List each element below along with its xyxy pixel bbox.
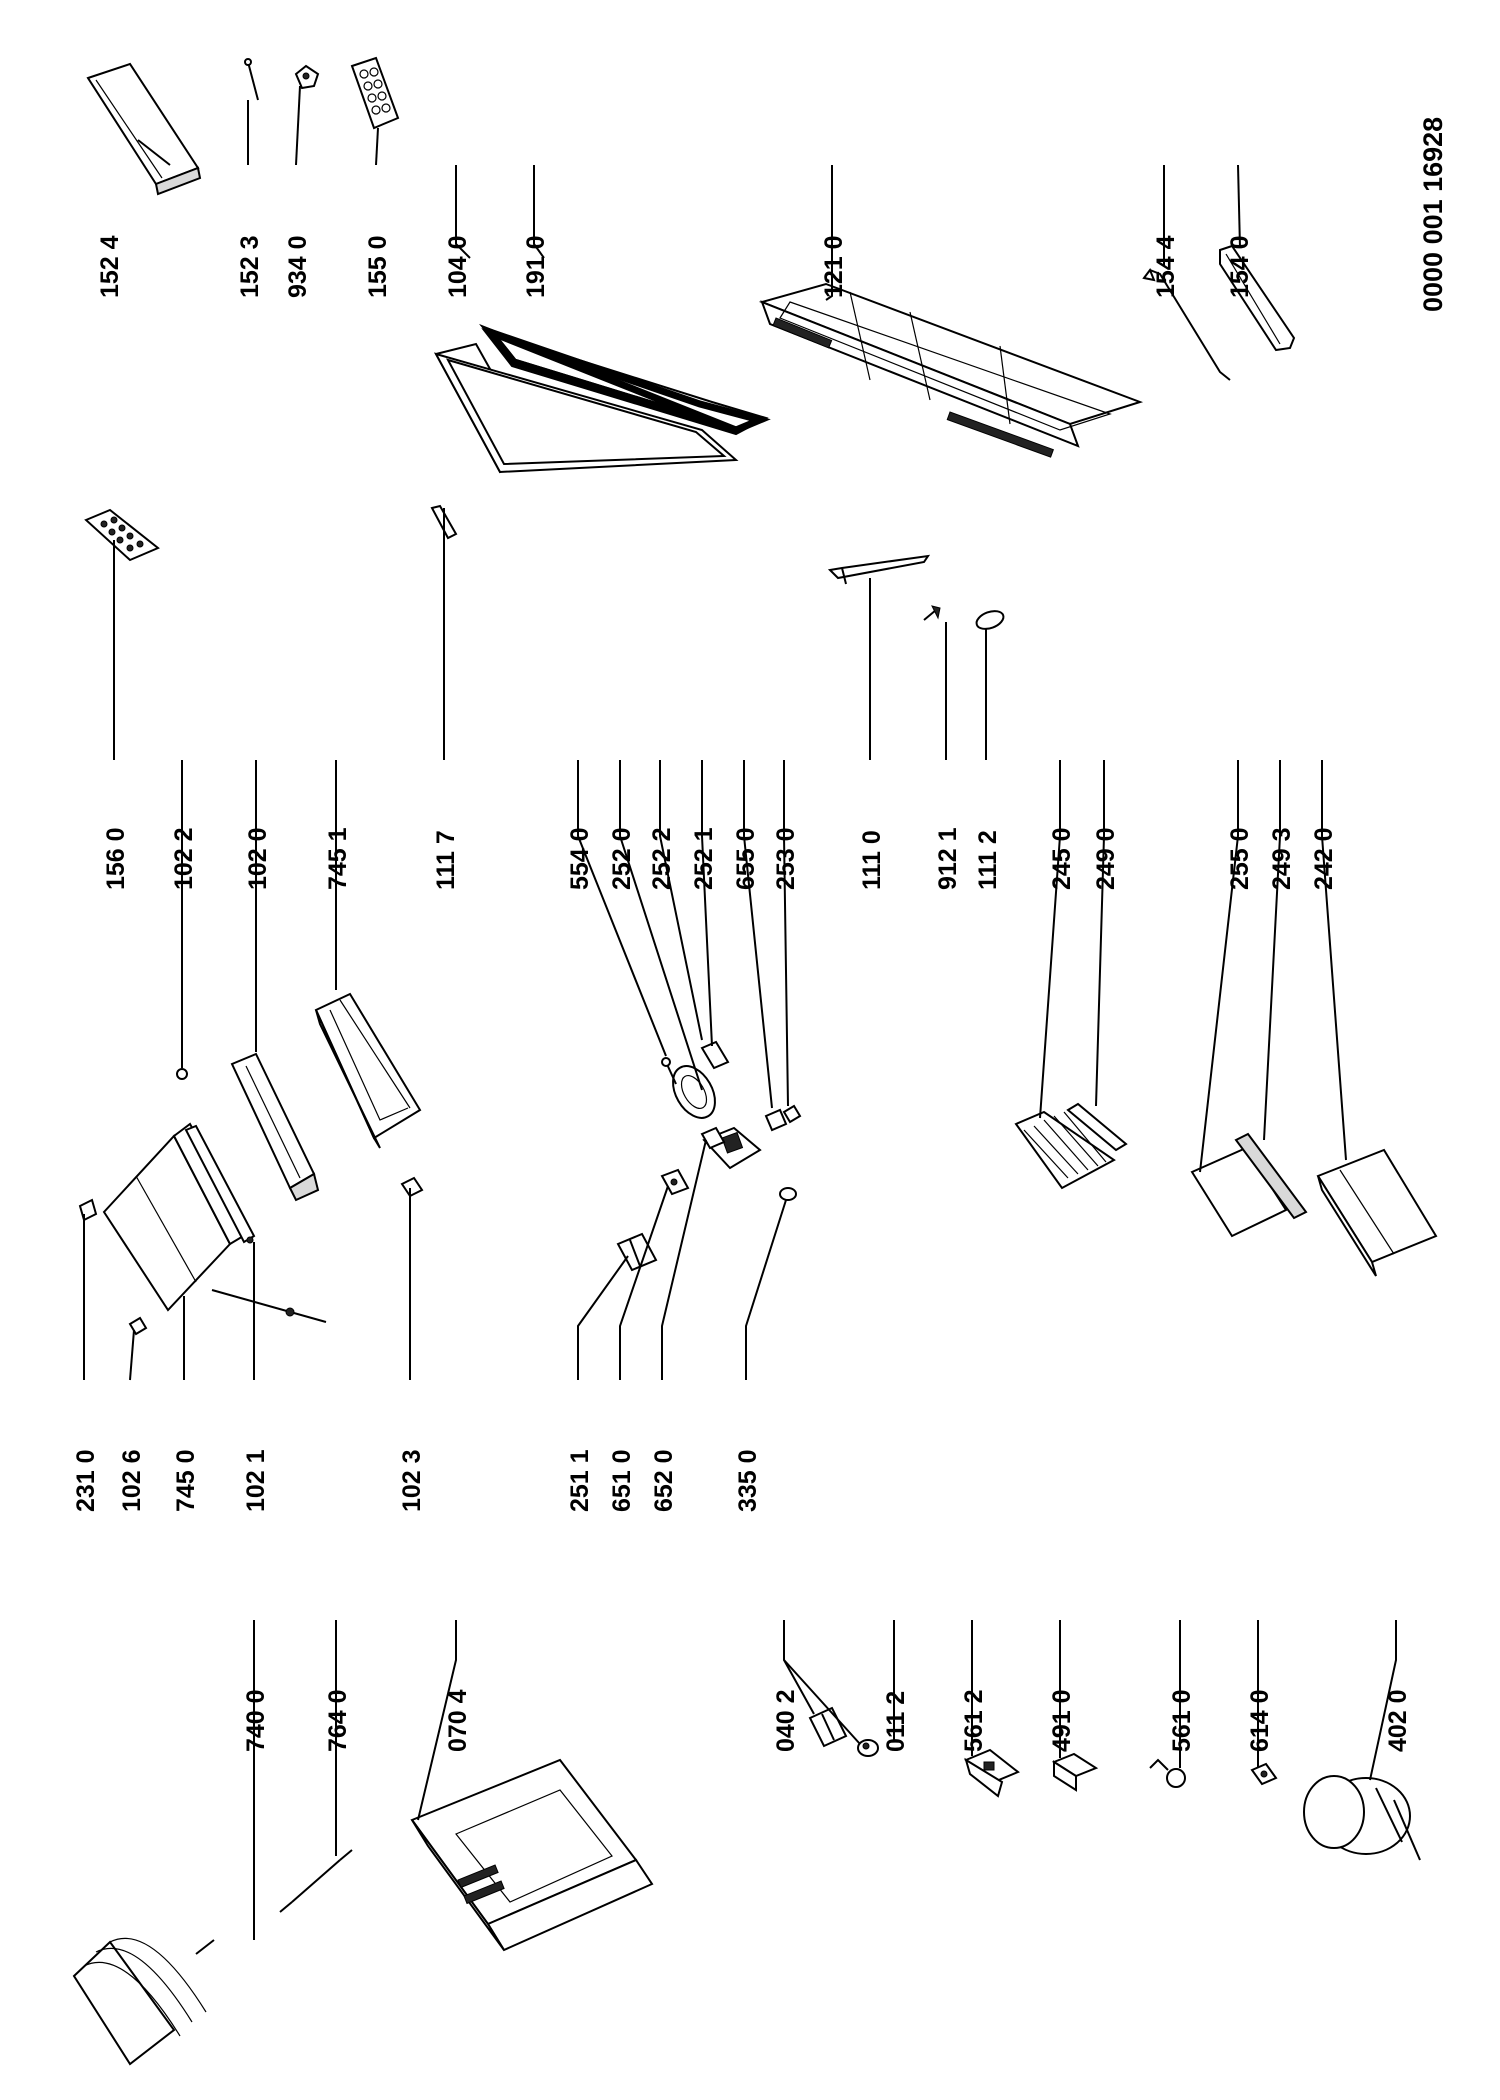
label-121-0: 121 0 [820, 235, 848, 298]
part-152-3-rod [244, 58, 259, 101]
label-491-0: 491 0 [1048, 1689, 1076, 1752]
label-154-0: 154 0 [1226, 235, 1254, 298]
label-561-0: 561 0 [1168, 1689, 1196, 1752]
part-102-2-knob [176, 1068, 188, 1080]
label-335-0: 335 0 [734, 1449, 762, 1512]
part-251-1-bracket [616, 1232, 658, 1272]
part-912-1-screw [923, 605, 941, 621]
label-156-0: 156 0 [102, 827, 130, 890]
part-561-2-relay [964, 1748, 1020, 1798]
label-154-4: 154 4 [1152, 235, 1180, 298]
label-242-0: 242 0 [1310, 827, 1338, 890]
part-155-0-ice-tray [350, 56, 400, 130]
part-255-0-glass-shelf [1190, 1146, 1288, 1238]
part-740-0-condenser-coil [72, 1937, 215, 2066]
label-652-0: 652 0 [650, 1449, 678, 1512]
part-252-2-pin [661, 1057, 677, 1085]
part-745-0-drawer-panel [102, 1122, 252, 1312]
part-249-3-shelf-trim [1234, 1132, 1308, 1220]
part-154-0-handle [1219, 244, 1296, 352]
label-249-3: 249 3 [1268, 827, 1296, 890]
part-152-4-shelf-bar [86, 62, 202, 196]
part-154-4-wire-rod [1142, 267, 1231, 381]
part-102-3-clip [400, 1176, 424, 1198]
part-245-0-wire-shelf [1014, 1110, 1116, 1190]
part-156-0-egg-tray [84, 508, 160, 562]
part-249-0-shelf-profile [1066, 1102, 1128, 1152]
label-655-0: 655 0 [732, 827, 760, 890]
part-335-0-cap [779, 1187, 797, 1201]
part-102-6-cap [128, 1316, 148, 1336]
part-745-1-drawer-cover [314, 992, 422, 1149]
part-934-0-clip [294, 64, 320, 90]
part-070-4-cabinet [410, 1758, 654, 1952]
part-011-2-foot [857, 1739, 879, 1757]
label-252-2: 252 2 [648, 827, 676, 890]
label-934-0: 934 0 [284, 235, 312, 298]
part-102-1-rail [184, 1124, 256, 1244]
label-252-0: 252 0 [608, 827, 636, 890]
part-554-0-thermostat-housing [672, 1065, 716, 1119]
part-111-2-cap [975, 610, 1005, 630]
label-111-2: 111 2 [974, 830, 1002, 890]
part-111-0-hinge-bracket [827, 554, 931, 585]
label-040-2: 040 2 [772, 1689, 800, 1752]
label-614-0: 614 0 [1246, 1689, 1274, 1752]
document-id: 0000 001 16928 [1418, 117, 1448, 312]
label-102-6: 102 6 [118, 1449, 146, 1512]
label-554-0: 554 0 [566, 827, 594, 890]
label-764-0: 764 0 [324, 1689, 352, 1752]
part-491-0-block [1051, 1752, 1099, 1792]
part-652-0-plug [700, 1126, 726, 1150]
part-764-0-dryer [279, 1849, 353, 1913]
part-040-2-hinge [808, 1706, 848, 1748]
label-252-1: 252 1 [690, 827, 718, 890]
label-249-0: 249 0 [1092, 827, 1120, 890]
label-070-4: 070 4 [444, 1689, 472, 1752]
part-614-0-grommet [1250, 1762, 1278, 1786]
label-231-0: 231 0 [72, 1449, 100, 1512]
label-111-7: 111 7 [432, 830, 460, 890]
label-402-0: 402 0 [1384, 1689, 1412, 1752]
part-561-0-protector [1149, 1758, 1186, 1788]
label-740-0: 740 0 [242, 1689, 270, 1752]
part-231-0-clip [78, 1198, 98, 1222]
label-912-1: 912 1 [934, 827, 962, 890]
label-245-0: 245 0 [1048, 827, 1076, 890]
label-255-0: 255 0 [1226, 827, 1254, 890]
label-191-0: 191 0 [522, 235, 550, 298]
part-121-0-door-liner [758, 282, 1144, 458]
leader-lines [83, 85, 1397, 1940]
part-655-0-connector [764, 1108, 788, 1132]
label-011-2: 011 2 [882, 1691, 910, 1752]
label-102-3: 102 3 [398, 1449, 426, 1512]
label-745-0: 745 0 [172, 1449, 200, 1512]
label-651-0: 651 0 [608, 1449, 636, 1512]
part-191-0-door-gasket [478, 323, 771, 436]
label-102-2: 102 2 [170, 827, 198, 890]
part-102-0-rail [230, 1052, 320, 1202]
part-402-0-compressor [1303, 1775, 1421, 1861]
part-252-1-lamp [700, 1040, 730, 1070]
label-155-0: 155 0 [364, 235, 392, 298]
label-251-1: 251 1 [566, 1449, 594, 1512]
label-102-0: 102 0 [244, 827, 272, 890]
part-242-0-crisper [1316, 1148, 1438, 1277]
label-111-0: 111 0 [858, 830, 886, 890]
label-152-3: 152 3 [236, 235, 264, 298]
callout-labels: 152 4 152 3 934 0 155 0 104 0 191 0 121 … [72, 235, 1412, 1752]
part-651-0-switch [660, 1168, 690, 1196]
part-thermostat-wire [211, 1289, 327, 1323]
part-253-0-cap [782, 1104, 802, 1124]
part-104-0-door-panel [433, 342, 739, 474]
label-104-0: 104 0 [444, 235, 472, 298]
label-102-1: 102 1 [242, 1449, 270, 1512]
label-152-4: 152 4 [96, 235, 124, 298]
label-745-1: 745 1 [324, 827, 352, 890]
label-253-0: 253 0 [772, 827, 800, 890]
label-561-2: 561 2 [960, 1689, 988, 1752]
